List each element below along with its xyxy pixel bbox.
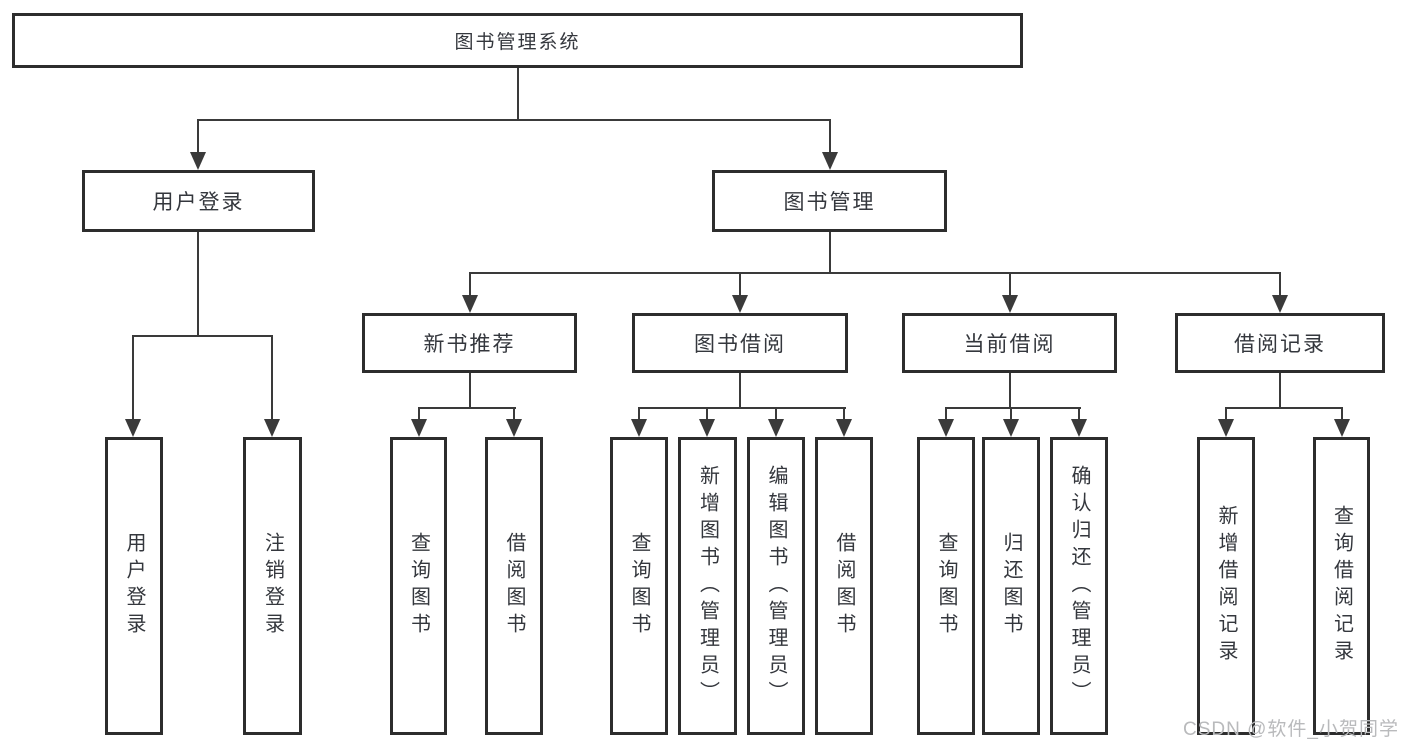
leaf-add-book-admin: 新增图书（管理员） [678,437,737,735]
edge-user-login-bar [132,335,273,337]
leaf-borrow-books-borrow: 借阅图书 [815,437,873,735]
edge-book-borrow-drop-4 [843,407,845,421]
leaf-confirm-return-admin: 确认归还（管理员） [1050,437,1108,735]
arrow-down-icon [836,419,852,437]
node-borrow-records: 借阅记录 [1175,313,1385,373]
edge-borrow-records-drop-2 [1341,407,1343,421]
node-user-login: 用户登录 [82,170,315,232]
csdn-watermark: CSDN @软件_小贺同学 [1183,719,1399,740]
leaf-query-books-newrec-label: 查询图书 [407,532,430,640]
leaf-borrow-books-borrow-label: 借阅图书 [833,532,855,640]
edge-user-login-drop-1 [132,335,134,421]
leaf-add-borrow-record-label: 新增借阅记录 [1215,505,1237,667]
edge-new-book-bar [418,407,516,409]
arrow-down-icon [631,419,647,437]
node-book-management: 图书管理 [712,170,947,232]
leaf-edit-book-admin-label: 编辑图书（管理员） [765,464,787,708]
arrow-down-icon [699,419,715,437]
edge-new-book-drop-1 [418,407,420,421]
edge-current-borrow-drop-1 [945,407,947,421]
edge-book-borrow-drop-2 [706,407,708,421]
leaf-user-login: 用户登录 [105,437,163,735]
leaf-logout-label: 注销登录 [261,532,284,640]
edge-user-login-stem [197,232,199,337]
node-borrow-records-label: 借阅记录 [1234,333,1326,356]
edge-user-login-drop-2 [271,335,273,421]
leaf-edit-book-admin: 编辑图书（管理员） [747,437,805,735]
edge-book-mgmt-drop-2 [739,272,741,297]
leaf-query-books-newrec: 查询图书 [390,437,447,735]
edge-book-borrow-bar [638,407,846,409]
edge-book-mgmt-bar [469,272,1281,274]
edge-current-borrow-bar [945,407,1081,409]
edge-borrow-records-bar [1225,407,1343,409]
leaf-borrow-books-newrec: 借阅图书 [485,437,543,735]
node-root-label: 图书管理系统 [454,32,581,53]
edge-current-borrow-drop-2 [1010,407,1012,421]
arrow-down-icon [411,419,427,437]
leaf-return-book: 归还图书 [982,437,1040,735]
arrow-down-icon [822,152,838,170]
arrow-down-icon [1003,419,1019,437]
leaf-query-books-borrow: 查询图书 [610,437,668,735]
arrow-down-icon [1334,419,1350,437]
arrow-down-icon [768,419,784,437]
node-new-book-recommend: 新书推荐 [362,313,577,373]
leaf-query-books-current-label: 查询图书 [935,532,957,640]
edge-root-drop-right [829,119,831,155]
leaf-add-borrow-record: 新增借阅记录 [1197,437,1255,735]
leaf-return-book-label: 归还图书 [1000,532,1022,640]
leaf-borrow-books-newrec-label: 借阅图书 [503,532,525,640]
leaf-confirm-return-admin-label: 确认归还（管理员） [1068,464,1090,708]
node-current-borrow: 当前借阅 [902,313,1117,373]
leaf-add-book-admin-label: 新增图书（管理员） [696,464,719,708]
edge-book-mgmt-drop-3 [1009,272,1011,297]
edge-root-drop-left [197,119,199,155]
edge-book-mgmt-drop-4 [1279,272,1281,297]
arrow-down-icon [938,419,954,437]
edge-borrow-records-drop-1 [1225,407,1227,421]
leaf-query-borrow-record: 查询借阅记录 [1313,437,1370,735]
leaf-query-books-current: 查询图书 [917,437,975,735]
edge-new-book-drop-2 [513,407,515,421]
edge-book-mgmt-stem [829,232,831,274]
edge-root-stem [517,68,519,121]
leaf-logout: 注销登录 [243,437,302,735]
node-user-login-label: 用户登录 [152,191,245,214]
edge-book-borrow-drop-3 [775,407,777,421]
arrow-down-icon [190,152,206,170]
node-current-borrow-label: 当前借阅 [963,333,1056,356]
edge-current-borrow-stem [1009,373,1011,409]
edge-new-book-stem [469,373,471,409]
edge-book-borrow-drop-1 [638,407,640,421]
arrow-down-icon [506,419,522,437]
edge-book-mgmt-drop-1 [469,272,471,297]
edge-borrow-records-stem [1279,373,1281,409]
arrow-down-icon [1002,295,1018,313]
leaf-query-borrow-record-label: 查询借阅记录 [1330,505,1353,667]
arrow-down-icon [125,419,141,437]
leaf-query-books-borrow-label: 查询图书 [628,532,650,640]
node-book-borrow: 图书借阅 [632,313,848,373]
arrow-down-icon [1218,419,1234,437]
edge-current-borrow-drop-3 [1078,407,1080,421]
node-root: 图书管理系统 [12,13,1023,68]
arrow-down-icon [1272,295,1288,313]
leaf-user-login-label: 用户登录 [123,532,145,640]
node-new-book-recommend-label: 新书推荐 [423,333,516,356]
arrow-down-icon [264,419,280,437]
arrow-down-icon [732,295,748,313]
edge-book-borrow-stem [739,373,741,409]
arrow-down-icon [462,295,478,313]
edge-root-bar [197,119,831,121]
arrow-down-icon [1071,419,1087,437]
node-book-management-label: 图书管理 [783,191,876,214]
node-book-borrow-label: 图书借阅 [694,333,786,356]
